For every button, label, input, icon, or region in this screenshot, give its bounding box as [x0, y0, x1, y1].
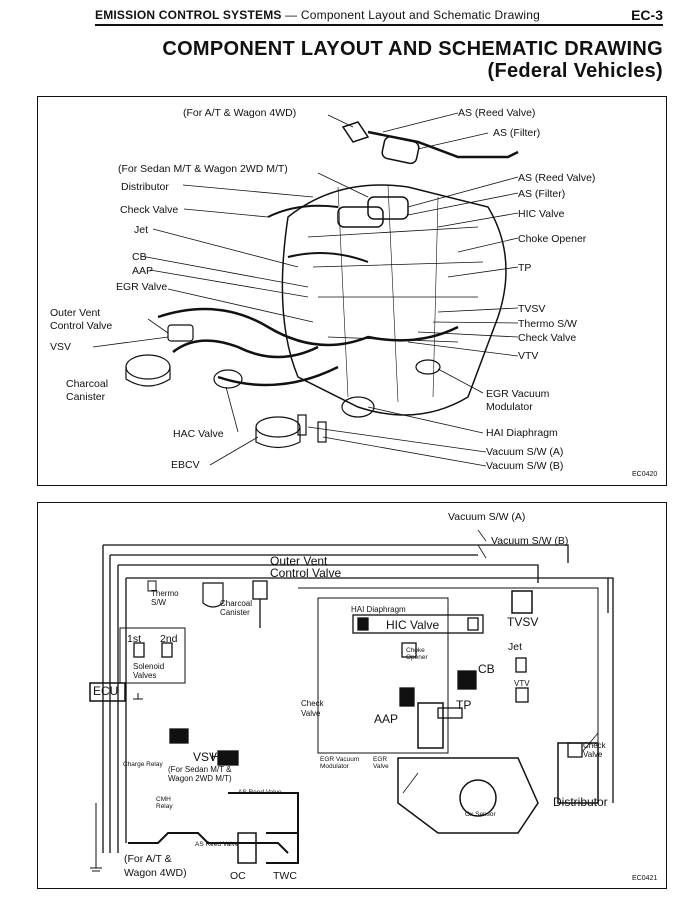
- schem-as-reed-2: AS Reed Valve: [195, 841, 239, 848]
- page-title: COMPONENT LAYOUT AND SCHEMATIC DRAWING (…: [162, 38, 663, 82]
- schem-charcoal-2: Canister: [220, 608, 250, 617]
- schem-vsv: VSV: [193, 750, 218, 764]
- title-line-2: (Federal Vehicles): [487, 60, 663, 82]
- schem-solenoid-2: Valves: [133, 671, 157, 680]
- schem-cmh-1: CMH: [156, 796, 171, 803]
- label-vacuum-sw-a: Vacuum S/W (A): [486, 446, 564, 458]
- label-egr-vacuum: EGR Vacuum: [486, 388, 550, 400]
- schem-cmh-2: Relay: [156, 803, 173, 810]
- schem-jet: Jet: [508, 641, 523, 653]
- schem-ecu: ECU: [93, 684, 119, 698]
- schem-outer-vent-1: Outer Vent: [270, 554, 328, 568]
- label-hic-valve: HIC Valve: [518, 208, 565, 220]
- schem-sedan-1: (For Sedan M/T &: [168, 765, 232, 774]
- label-outer-vent-1: Outer Vent: [50, 307, 101, 319]
- schem-choke-2: Opener: [406, 654, 428, 661]
- schem-as-reed-1: AS Reed Valve: [238, 789, 282, 796]
- schem-outer-vent-2: Control Valve: [270, 566, 342, 580]
- schem-aap: AAP: [374, 712, 399, 726]
- schem-solenoid-1: Solenoid: [133, 662, 165, 671]
- label-check-valve-right: Check Valve: [518, 332, 577, 344]
- schem-vtv: VTV: [514, 679, 530, 688]
- schem-thermo-2: S/W: [151, 598, 167, 607]
- schem-cb: CB: [478, 662, 495, 676]
- label-cb: CB: [132, 251, 147, 263]
- component-layout-figure: (For A/T & Wagon 4WD) AS (Reed Valve) AS…: [37, 96, 667, 486]
- label-distributor: Distributor: [121, 181, 169, 193]
- schematic-lines: [89, 529, 614, 872]
- label-hac-valve: HAC Valve: [173, 428, 224, 440]
- label-as-reed-valve-2: AS (Reed Valve): [518, 172, 596, 184]
- label-charcoal-2: Canister: [66, 391, 106, 403]
- label-at-wagon: (For A/T & Wagon 4WD): [183, 107, 297, 119]
- schem-thermo-1: Thermo: [151, 589, 179, 598]
- running-header: EMISSION CONTROL SYSTEMS — Component Lay…: [95, 6, 663, 26]
- section-title: EMISSION CONTROL SYSTEMS — Component Lay…: [95, 8, 540, 22]
- schem-rcheck-2: Valve: [583, 750, 603, 759]
- schematic-drawing-figure: Vacuum S/W (A) Vacuum S/W (B) Outer Vent…: [37, 502, 667, 889]
- schem-egr-mod-2: Modulator: [320, 763, 349, 770]
- schem-egr-valve-1: EGR: [373, 756, 388, 763]
- schem-charge-relay: Charge Relay: [123, 761, 163, 768]
- label-vtv: VTV: [518, 350, 539, 362]
- page-number: EC-3: [631, 7, 663, 23]
- figure-code-1: EC0420: [632, 471, 658, 478]
- title-line-1: COMPONENT LAYOUT AND SCHEMATIC DRAWING: [162, 38, 663, 60]
- label-as-filter-2: AS (Filter): [518, 188, 566, 200]
- figure-code-2: EC0421: [632, 875, 658, 882]
- label-charcoal-1: Charcoal: [66, 378, 109, 390]
- schem-charcoal-1: Charcoal: [220, 599, 253, 608]
- label-check-valve-left: Check Valve: [120, 204, 179, 216]
- schem-hai-diaphragm: HAI Diaphragm: [351, 605, 406, 614]
- schem-egr-mod-1: EGR Vacuum: [320, 756, 360, 763]
- label-as-filter-1: AS (Filter): [493, 127, 541, 139]
- schem-hac: HAC: [211, 750, 237, 764]
- label-vsv: VSV: [50, 341, 72, 353]
- schem-rcheck-1: Check: [583, 741, 606, 750]
- schem-egr-valve-2: Valve: [373, 763, 389, 770]
- label-egr-valve: EGR Valve: [116, 281, 168, 293]
- schem-distributor: Distributor: [553, 795, 608, 809]
- label-hai-diaphragm: HAI Diaphragm: [486, 427, 558, 439]
- label-tp: TP: [518, 262, 532, 274]
- schem-at-2: Wagon 4WD): [124, 867, 187, 879]
- label-outer-vent-2: Control Valve: [50, 320, 113, 332]
- schem-vacuum-sw-a: Vacuum S/W (A): [448, 511, 526, 523]
- schem-ox-sensor: Ox Sensor: [465, 811, 496, 818]
- schem-oc: OC: [230, 870, 246, 882]
- schem-twc: TWC: [273, 870, 297, 882]
- schem-tvsv: TVSV: [507, 615, 539, 629]
- schem-hic-valve: HIC Valve: [386, 618, 440, 632]
- schem-1st: 1st: [127, 633, 142, 645]
- schem-sedan-2: Wagon 2WD M/T): [168, 774, 232, 783]
- label-jet: Jet: [134, 224, 149, 236]
- schem-at-1: (For A/T &: [124, 853, 172, 865]
- schem-vacuum-sw-b: Vacuum S/W (B): [491, 535, 569, 547]
- label-sedan-mt: (For Sedan M/T & Wagon 2WD M/T): [118, 163, 288, 175]
- label-tvsv: TVSV: [518, 303, 546, 315]
- label-as-reed-valve-1: AS (Reed Valve): [458, 107, 536, 119]
- schem-tp: TP: [456, 698, 472, 712]
- schem-choke-1: Choke: [406, 647, 425, 654]
- label-aap: AAP: [132, 265, 154, 277]
- engine-illustration: [92, 112, 519, 467]
- schem-check-1: Check: [301, 699, 324, 708]
- label-ebcv: EBCV: [171, 459, 200, 471]
- label-choke-opener: Choke Opener: [518, 233, 587, 245]
- schem-check-2: Valve: [301, 709, 321, 718]
- label-modulator: Modulator: [486, 401, 533, 413]
- label-vacuum-sw-b: Vacuum S/W (B): [486, 460, 564, 472]
- schem-2nd: 2nd: [160, 633, 178, 645]
- label-thermo-sw: Thermo S/W: [518, 318, 577, 330]
